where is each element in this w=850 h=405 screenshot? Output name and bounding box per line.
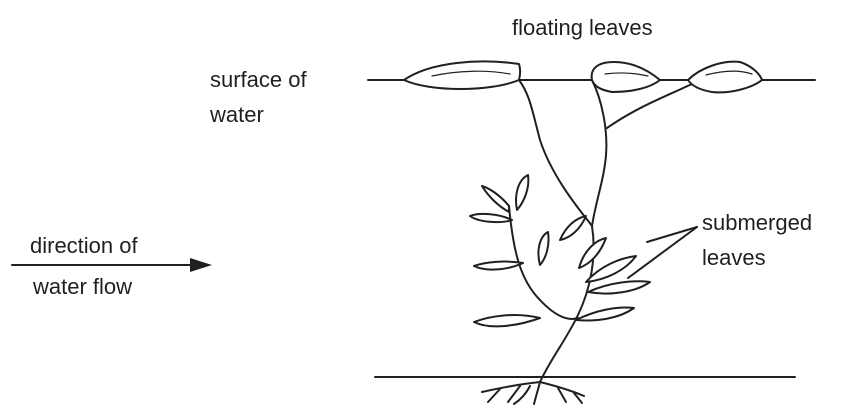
label-surface-of-water-line1: surface of: [210, 67, 307, 92]
floating-leaf-3: [688, 62, 762, 93]
floating-leaf-2: [592, 62, 660, 92]
plant-roots: [482, 382, 584, 404]
label-direction-of-flow-line1: direction of: [30, 233, 139, 258]
label-surface-of-water-line2: water: [209, 102, 264, 127]
submerged-leaves-left: [470, 175, 549, 326]
label-floating-leaves: floating leaves: [512, 15, 653, 40]
label-submerged-leaves-line2: leaves: [702, 245, 766, 270]
floating-leaf-1: [404, 61, 520, 89]
submerged-pointer-lines: [628, 227, 697, 278]
label-direction-of-flow-line2: water flow: [32, 274, 132, 299]
submerged-leaves-right: [560, 216, 650, 321]
label-submerged-leaves-line1: submerged: [702, 210, 812, 235]
flow-arrow: [12, 258, 212, 272]
plant-stems: [509, 80, 698, 382]
